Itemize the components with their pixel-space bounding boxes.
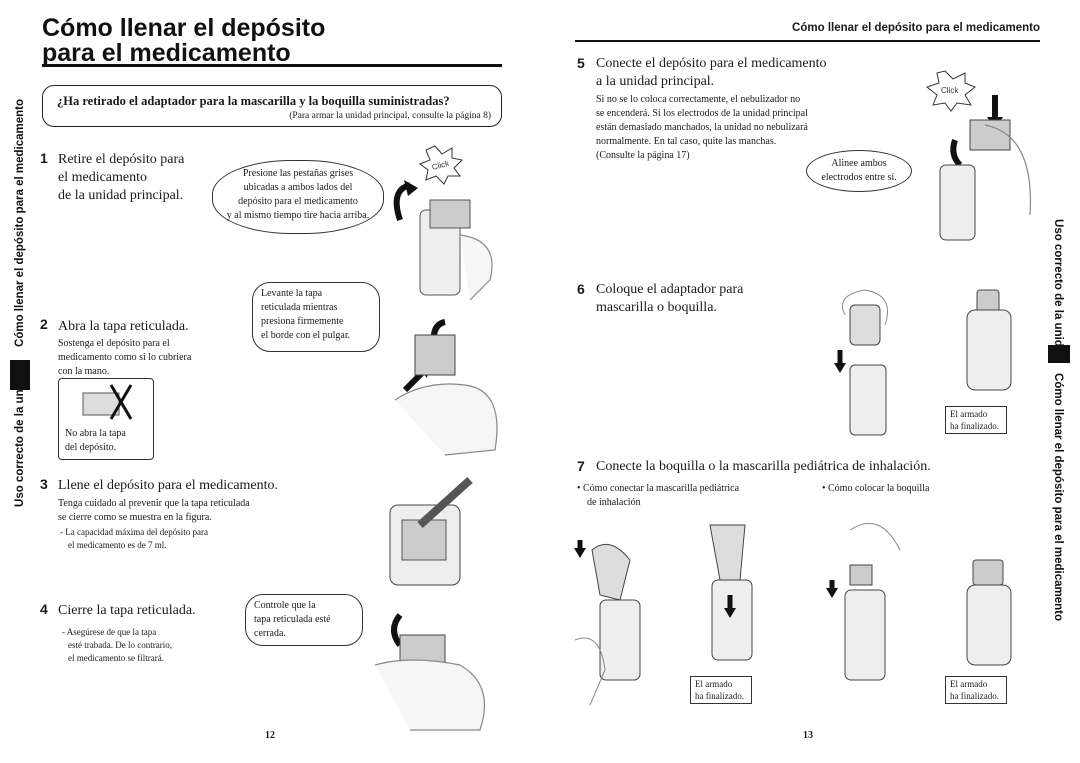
step-3-desc: Tenga cuidado al prevenir que la tapa re… [58, 498, 250, 523]
step-2-callout: Levante la tapa reticulada mientras pres… [252, 282, 380, 352]
step-3: 3 [40, 476, 48, 492]
step-4-illustration [374, 613, 486, 731]
left-tab-marker [10, 360, 30, 390]
question-text: ¿Ha retirado el adaptador para la mascar… [57, 94, 450, 108]
left-side-tab: Uso correcto de la unidad Cómo llenar el… [8, 70, 32, 530]
step-4-note: - Asegúrese de que la tapa esté trabada.… [62, 627, 172, 663]
step-7-bullet-2: • Cómo colocar la boquilla [822, 483, 930, 494]
done-label-7b: El armado ha finalizado. [945, 676, 1007, 704]
mouthpiece-hand-illustration [826, 522, 901, 681]
done-label-7a: El armado ha finalizado. [690, 676, 752, 704]
mask-assembled-illustration [709, 524, 753, 661]
question-box: ¿Ha retirado el adaptador para la mascar… [42, 85, 502, 127]
step-5-title: Conecte el depósito para el medicamento … [596, 56, 827, 89]
done-label-6: El armado ha finalizado. [945, 406, 1007, 434]
running-head: Cómo llenar el depósito para el medicame… [792, 22, 1040, 34]
left-tab-highlight: Cómo llenar el depósito para el medicame… [14, 99, 26, 347]
step-number: 1 [40, 150, 48, 166]
hand-outline [459, 234, 493, 300]
svg-text:Click: Click [941, 86, 959, 95]
step-4: 4 [40, 601, 48, 617]
no-open-tank-illustration [82, 384, 133, 420]
step-2: 2 [40, 316, 48, 332]
question-note: (Para armar la unidad principal, consult… [289, 111, 491, 121]
mouthpiece-assembled-illustration [966, 559, 1012, 666]
step-5: 5 [577, 55, 585, 71]
step-6-illustration [834, 289, 888, 436]
warning-line2: del depósito. [65, 442, 117, 453]
step-3-illustration [389, 477, 473, 586]
running-head-rule [575, 40, 1040, 42]
step-2-illustration [394, 319, 498, 456]
step-7: 7 [577, 458, 585, 474]
down-arrow-icon [574, 548, 586, 558]
step-1-text: Retire el depósito para el medicamento d… [58, 152, 185, 203]
step-1-illustration: Click [393, 145, 493, 300]
curved-down-arrow-icon [391, 613, 403, 647]
page-title: Cómo llenar el depósito para el medicame… [42, 14, 326, 67]
down-arrow-icon [826, 588, 838, 598]
right-tab-plain: Uso correcto de la unidad [1052, 219, 1064, 361]
step-7-title: Conecte la boquilla o la mascarilla pedi… [596, 459, 931, 474]
step-4-title: Cierre la tapa reticulada. [58, 603, 196, 618]
warning-box: No abra la tapa del depósito. [58, 378, 154, 460]
step-1-callout: Presione las pestañas grises ubicadas a … [212, 160, 384, 234]
bullet-icon: • [577, 483, 581, 494]
step-3-note: - La capacidad máxima del depósito para … [60, 527, 208, 550]
step-6-title: Coloque el adaptador para mascarilla o b… [596, 282, 744, 315]
right-tab-highlight: Cómo llenar el depósito para el medicame… [1052, 373, 1064, 621]
right-side-tab: Uso correcto de la unidad Cómo llenar el… [1046, 190, 1070, 650]
title-rule [42, 64, 502, 67]
step-2-desc: Sostenga el depósito para el medicamento… [58, 338, 192, 377]
step-5-callout: Alinee ambos electrodos entre sí. [806, 150, 912, 192]
warning-line1: No abra la tapa [65, 428, 126, 439]
click-burst-icon: Click [418, 145, 464, 185]
assembled-unit-illustration [966, 289, 1012, 391]
step-5-desc: Si no se lo coloca correctamente, el neb… [596, 94, 808, 161]
step-1: 1 [40, 150, 48, 168]
step-3-title: Llene el depósito para el medicamento. [58, 478, 279, 493]
step-4-callout: Controle que la tapa reticulada esté cer… [245, 594, 363, 646]
mask-hand-illustration [574, 540, 641, 706]
step-2-title: Abra la tapa reticulada. [58, 319, 189, 334]
step-6: 6 [577, 281, 585, 297]
right-tab-marker [1048, 345, 1070, 363]
step-5-illustration: Click [925, 70, 1032, 241]
down-arrow-icon [724, 608, 736, 618]
page-number-right: 13 [803, 730, 813, 741]
page-number-left: 12 [265, 730, 275, 741]
step-7-bullet-1: • Cómo conectar la mascarilla pediátrica… [577, 483, 740, 508]
bullet-icon: • [822, 483, 826, 494]
click-burst-icon: Click [925, 70, 976, 112]
medication-tank [429, 199, 471, 229]
